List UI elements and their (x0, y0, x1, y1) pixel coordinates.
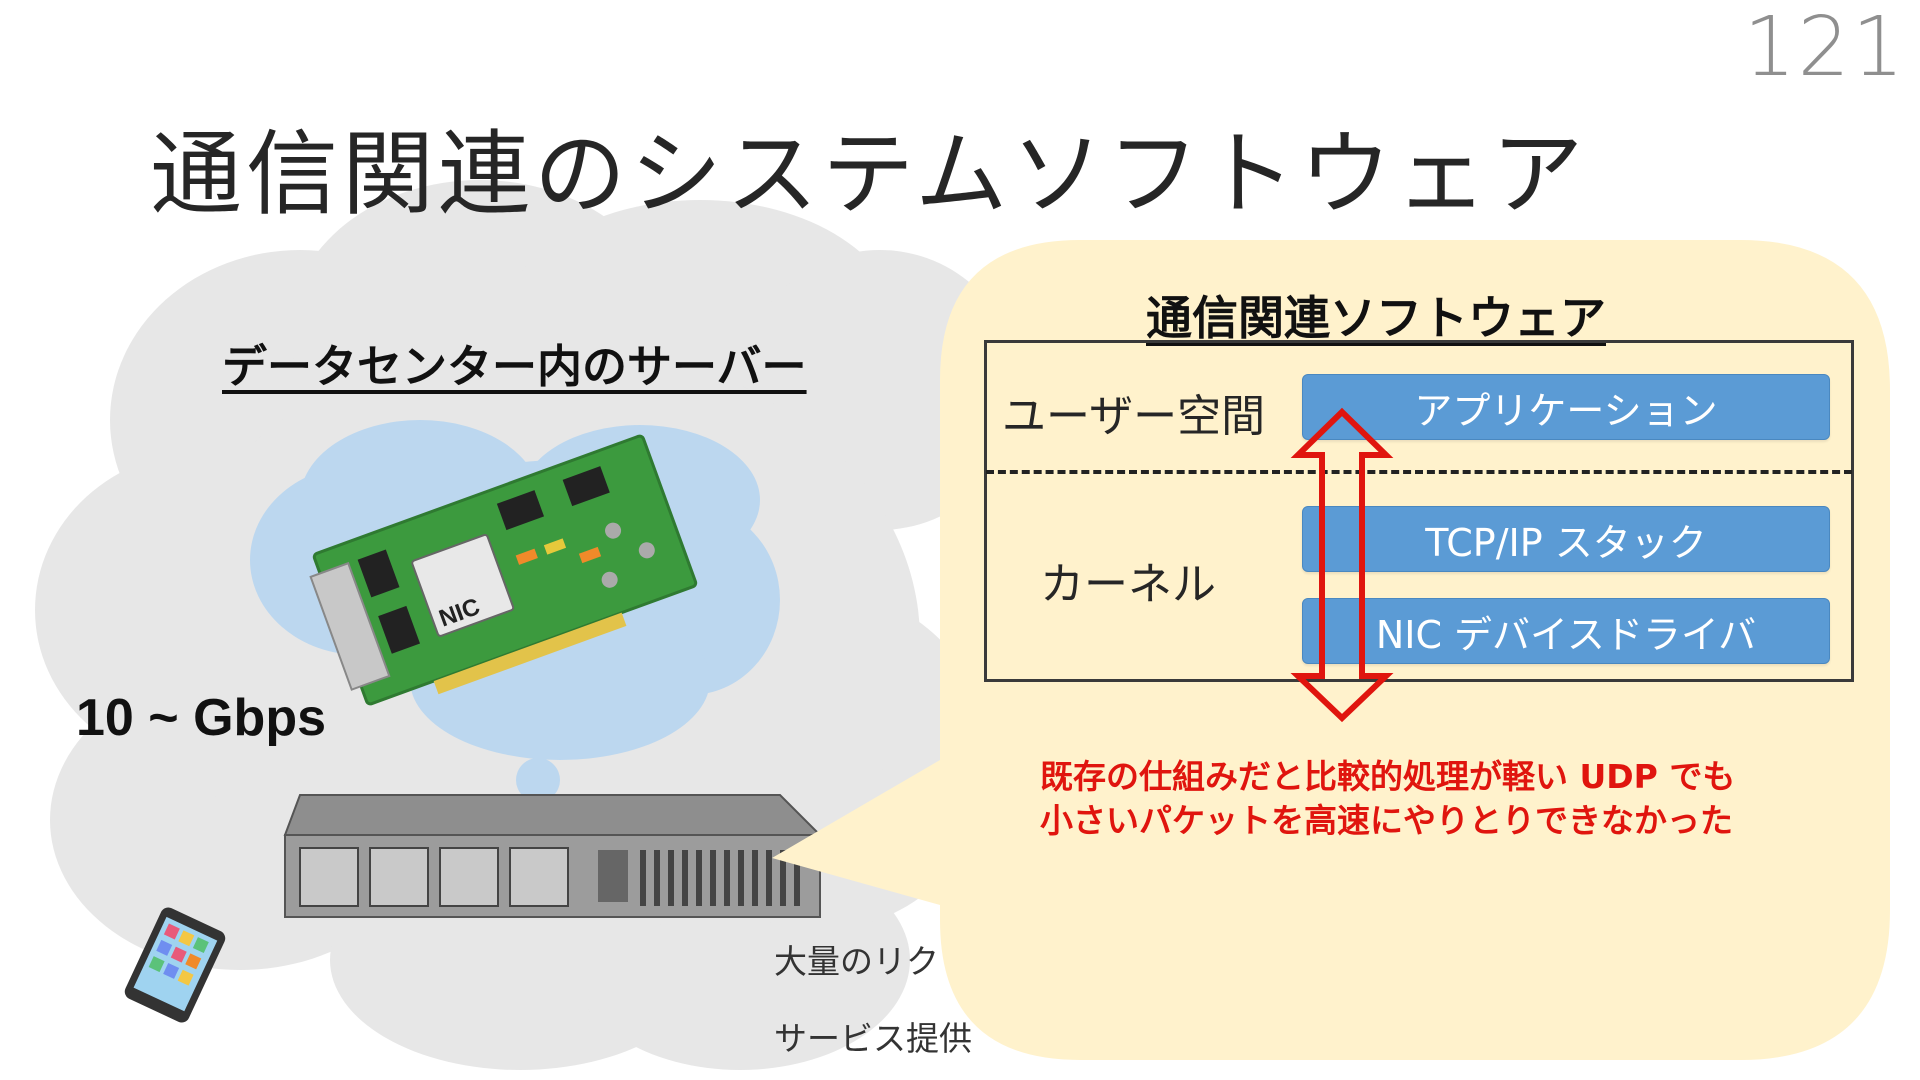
tcp-ip-stack-block: TCP/IP スタック (1302, 506, 1830, 572)
layer-box (984, 340, 1854, 682)
tablet-icon (124, 907, 226, 1023)
note-text: 既存の仕組みだと比較的処理が軽い UDP でも 小さいパケットを高速にやりとりで… (1040, 755, 1735, 843)
note-line-1: 既存の仕組みだと比較的処理が軽い UDP でも (1040, 757, 1736, 796)
background-text-requests: 大量のリク (774, 942, 939, 981)
software-title: 通信関連ソフトウェア (1146, 291, 1606, 345)
kernel-label: カーネル (1040, 559, 1216, 610)
background-text-service: サービス提供 (774, 1019, 972, 1058)
user-kernel-divider (986, 470, 1852, 474)
page-title: 通信関連のシステムソフトウェア (150, 121, 1588, 228)
nic-driver-block: NIC デバイスドライバ (1302, 598, 1830, 664)
user-space-label: ユーザー空間 (1002, 391, 1266, 442)
nic-card-illustration (309, 434, 698, 706)
page-number: 121 (1743, 0, 1906, 95)
application-block: アプリケーション (1302, 374, 1830, 440)
note-line-2: 小さいパケットを高速にやりとりできなかった (1040, 801, 1733, 840)
datacenter-title: データセンター内のサーバー (222, 340, 807, 393)
speed-label: 10 ~ Gbps (76, 689, 326, 747)
